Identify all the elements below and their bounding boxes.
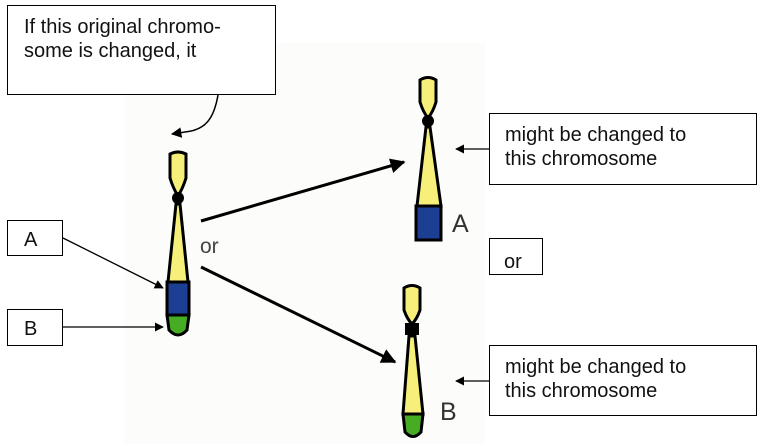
chromosome-b-centromere bbox=[405, 323, 419, 335]
label-a-text: A bbox=[24, 229, 38, 251]
original-segment-a bbox=[165, 280, 191, 317]
chromosome-a-lower-arm bbox=[415, 125, 443, 208]
chromosome-b-label: B bbox=[440, 398, 457, 426]
chromosome-a-label: A bbox=[452, 210, 469, 238]
chromosome-a-upper-arm bbox=[418, 76, 438, 121]
callout-original-chromosome: If this original chromo-some is changed,… bbox=[7, 5, 276, 95]
chromosome-b-upper-arm bbox=[402, 284, 422, 327]
original-lower-arm bbox=[166, 202, 190, 284]
or-box: or bbox=[489, 238, 543, 275]
label-box-b: B bbox=[7, 309, 63, 346]
label-b-text: B bbox=[24, 318, 38, 340]
callout-line-2: some is changed, it bbox=[24, 40, 197, 62]
result-box-b: might be changed to this chromosome bbox=[489, 345, 757, 416]
original-segment-b bbox=[165, 313, 191, 337]
middle-or-text: or bbox=[200, 235, 219, 258]
original-chromosome bbox=[165, 150, 191, 337]
result-b-text: might be changed to this chromosome bbox=[505, 356, 687, 402]
result-box-a: might be changed to this chromosome bbox=[489, 113, 757, 185]
callout-line-1: If this original chromo- bbox=[24, 16, 221, 38]
label-a-arrow bbox=[62, 237, 164, 289]
original-upper-arm bbox=[168, 150, 188, 199]
callout-text: If this original chromo-some is changed,… bbox=[24, 15, 221, 63]
arrow-to-chromosome-a bbox=[200, 158, 406, 223]
chromosome-a bbox=[414, 76, 443, 242]
or-box-text: or bbox=[504, 251, 522, 273]
chromosome-b-lower-arm bbox=[401, 334, 425, 416]
label-box-a: A bbox=[7, 220, 63, 256]
arrow-to-chromosome-b bbox=[200, 265, 397, 364]
chromosome-b bbox=[401, 284, 425, 438]
chromosome-a-centromere bbox=[422, 115, 434, 127]
callout-curved-arrow bbox=[170, 94, 219, 138]
chromosome-a-segment-a bbox=[414, 204, 443, 242]
chromosome-b-segment-b bbox=[401, 412, 425, 438]
result-a-text: might be changed to this chromosome bbox=[505, 124, 687, 170]
original-centromere bbox=[172, 192, 184, 204]
